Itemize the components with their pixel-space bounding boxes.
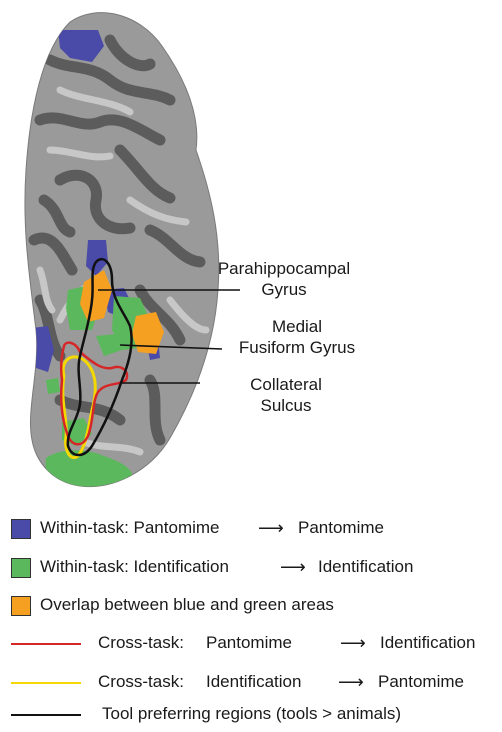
- arrow-icon: ⟶: [280, 555, 306, 579]
- arrow-icon: ⟶: [258, 516, 284, 540]
- swatch-orange: [11, 596, 31, 616]
- parahippocampal-line2: Gyrus: [214, 279, 354, 300]
- swatch-blue: [11, 519, 31, 539]
- within-pantomime-target: Pantomime: [298, 516, 384, 540]
- collateral-sulcus-label: Collateral Sulcus: [226, 374, 346, 416]
- legend-within-pantomime: Within-task: Pantomime ⟶ Pantomime: [0, 516, 502, 546]
- medial-fusiform-gyrus-label: Medial Fusiform Gyrus: [222, 316, 372, 358]
- collateral-line2: Sulcus: [226, 395, 346, 416]
- cross-pantomime-target: Identification: [380, 631, 475, 655]
- legend-cross-pantomime: Cross-task: Pantomime ⟶ Identification: [0, 631, 502, 661]
- parahippocampal-line1: Parahippocampal: [214, 258, 354, 279]
- within-identification-target: Identification: [318, 555, 413, 579]
- tool-label: Tool preferring regions (tools > animals…: [102, 702, 401, 726]
- cross-identification-prefix: Cross-task:: [98, 670, 184, 694]
- legend-tool-preferring: Tool preferring regions (tools > animals…: [0, 702, 502, 732]
- arrow-icon: ⟶: [340, 631, 366, 655]
- within-identification-prefix: Within-task: Identification: [40, 555, 229, 579]
- legend-cross-identification: Cross-task: Identification ⟶ Pantomime: [0, 670, 502, 700]
- cross-pantomime-source: Pantomime: [206, 631, 292, 655]
- cross-identification-source: Identification: [206, 670, 301, 694]
- swatch-green: [11, 558, 31, 578]
- brain-surface: [0, 0, 502, 500]
- legend-overlap: Overlap between blue and green areas: [0, 593, 502, 623]
- within-pantomime-prefix: Within-task: Pantomime: [40, 516, 220, 540]
- overlap-label: Overlap between blue and green areas: [40, 593, 334, 617]
- parahippocampal-gyrus-label: Parahippocampal Gyrus: [214, 258, 354, 300]
- cross-identification-target: Pantomime: [378, 670, 464, 694]
- cross-pantomime-prefix: Cross-task:: [98, 631, 184, 655]
- line-black: [11, 714, 81, 716]
- collateral-line1: Collateral: [226, 374, 346, 395]
- line-yellow: [11, 682, 81, 684]
- arrow-icon: ⟶: [338, 670, 364, 694]
- medial-fusiform-line2: Fusiform Gyrus: [222, 337, 372, 358]
- legend-within-identification: Within-task: Identification ⟶ Identifica…: [0, 555, 502, 585]
- medial-fusiform-line1: Medial: [222, 316, 372, 337]
- line-red: [11, 643, 81, 645]
